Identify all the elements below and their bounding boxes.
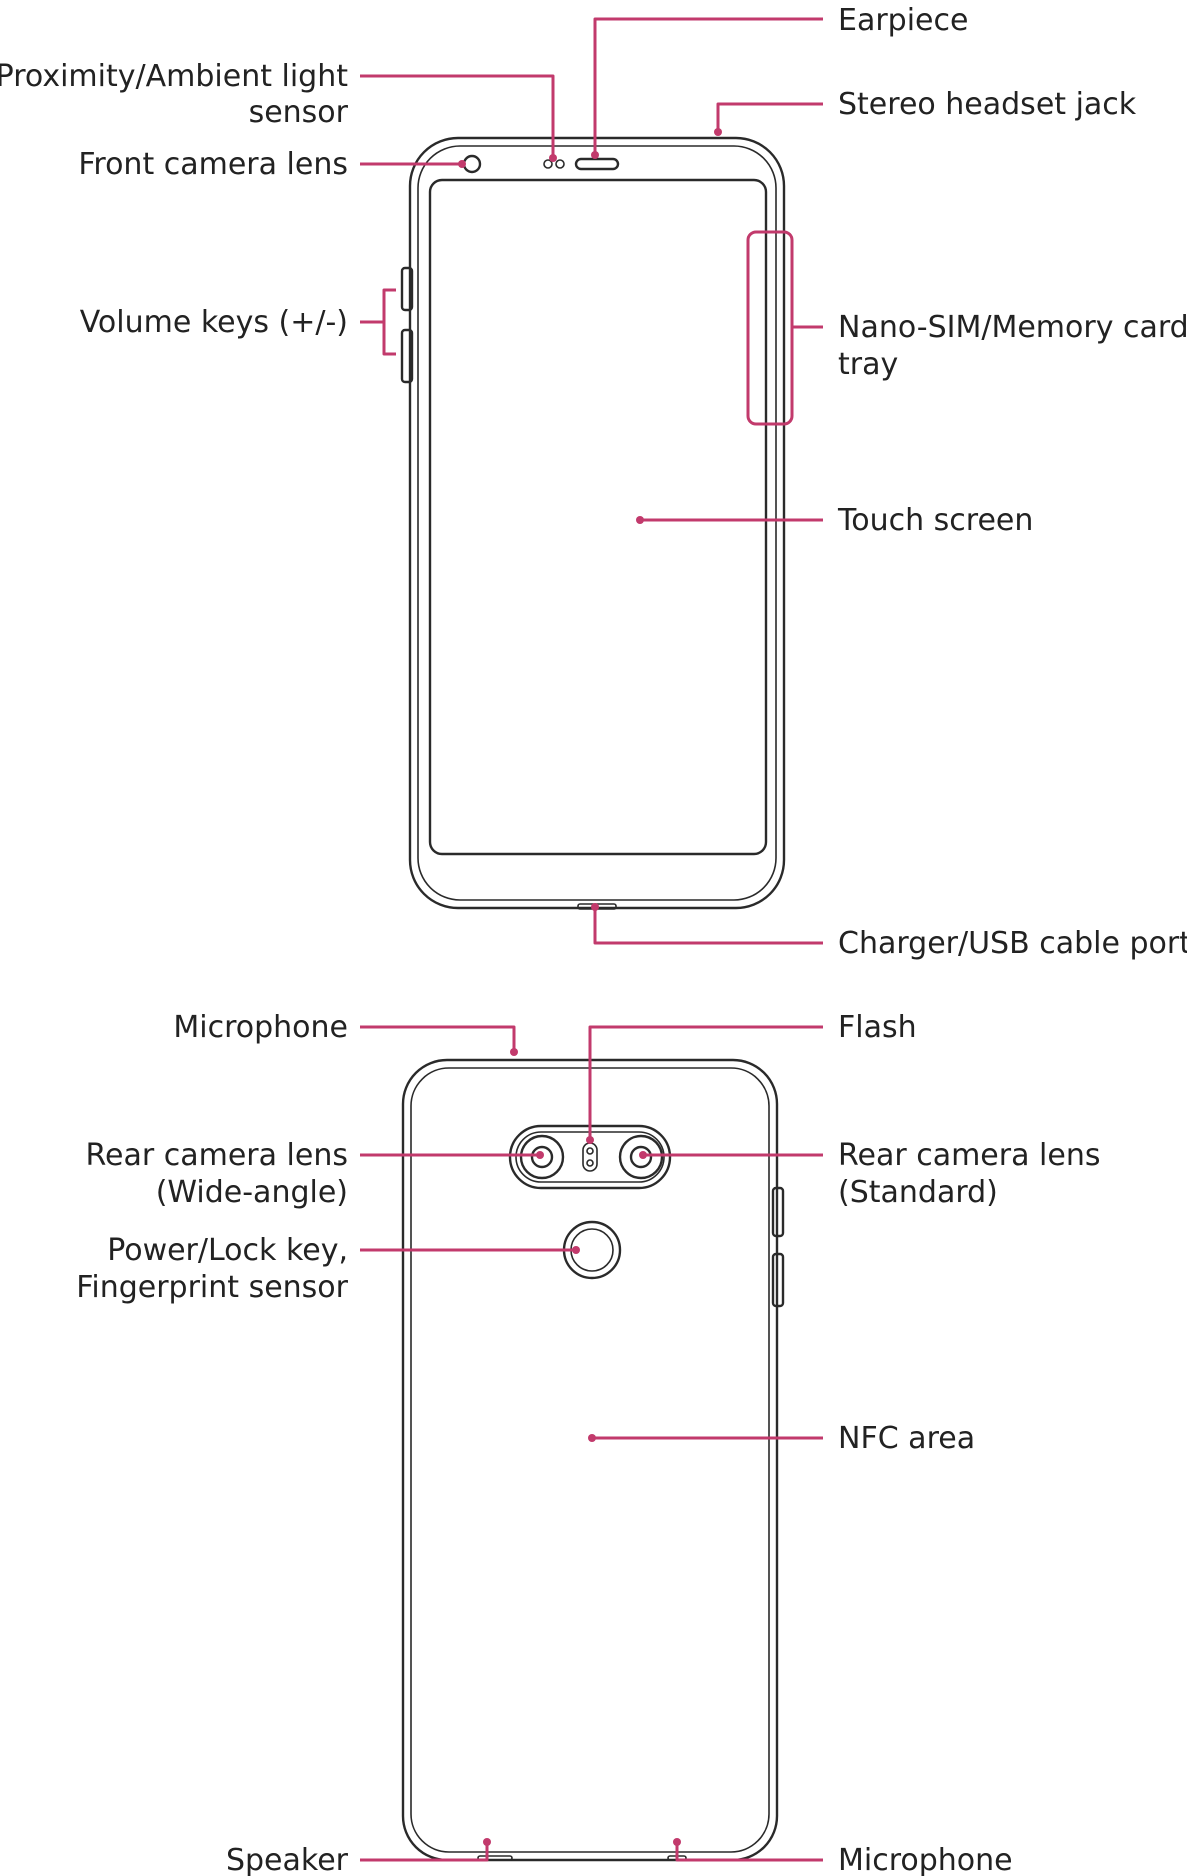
label-flash: Flash (838, 1010, 917, 1045)
label-touch-screen: Touch screen (837, 503, 1033, 538)
label-power-line1: Power/Lock key, (107, 1233, 348, 1268)
label-rear-wide-line2: (Wide-angle) (156, 1175, 348, 1210)
rear-camera-wide-lens (530, 1145, 554, 1169)
label-stereo-headset-jack: Stereo headset jack (838, 87, 1137, 122)
label-sim-tray-line2: tray (838, 347, 898, 382)
flash-led-bottom (586, 1159, 594, 1167)
earpiece-slot (574, 157, 620, 171)
label-microphone-top: Microphone (173, 1010, 348, 1045)
callout-microphone-bottom (675, 1842, 823, 1862)
back-phone-body (401, 1058, 779, 1862)
rear-camera-wide-ring (519, 1134, 565, 1180)
front-camera-lens-shape (462, 154, 482, 174)
label-power-line2: Fingerprint sensor (76, 1270, 348, 1305)
label-rear-std-line2: (Standard) (838, 1175, 998, 1210)
front-phone-body (408, 136, 786, 910)
rear-camera-std-lens (629, 1145, 653, 1169)
label-proximity-line1: Proximity/Ambient light (0, 59, 348, 94)
callout-proximity (360, 74, 555, 158)
label-proximity-line2: sensor (249, 95, 349, 130)
label-nfc-area: NFC area (838, 1421, 975, 1456)
touch-screen-area (428, 178, 768, 856)
label-rear-std-line1: Rear camera lens (838, 1138, 1100, 1173)
rear-camera-std-ring (618, 1134, 664, 1180)
label-sim-tray-line1: Nano-SIM/Memory card (838, 310, 1187, 345)
flash-shape (582, 1142, 598, 1172)
proximity-sensor-right (555, 159, 565, 169)
label-charger-port: Charger/USB cable port (838, 926, 1187, 961)
label-front-camera-lens: Front camera lens (78, 147, 348, 182)
callout-flash (588, 1025, 823, 1140)
flash-led-top (586, 1147, 594, 1155)
label-speaker: Speaker (226, 1843, 349, 1876)
label-microphone-bottom: Microphone (838, 1843, 1013, 1876)
sim-tray-highlight (746, 230, 794, 426)
front-phone-inner-edge (417, 145, 777, 901)
label-rear-wide-line1: Rear camera lens (86, 1138, 348, 1173)
label-earpiece: Earpiece (838, 3, 968, 38)
callout-headset-jack (716, 102, 823, 132)
callout-earpiece (593, 17, 823, 155)
callout-speaker (360, 1842, 489, 1862)
front-view (400, 136, 786, 910)
speaker-slot (477, 1855, 513, 1861)
callout-lines (360, 17, 823, 1862)
labels: Earpiece Proximity/Ambient light sensor … (0, 3, 1187, 1876)
back-phone-inner-edge (410, 1067, 770, 1853)
callout-microphone-top (360, 1025, 516, 1052)
back-view (401, 1058, 785, 1862)
proximity-sensor-left (543, 159, 553, 169)
callout-volume-keys (382, 288, 396, 356)
label-volume-keys: Volume keys (+/-) (80, 305, 348, 340)
callout-charger-port (593, 907, 823, 945)
